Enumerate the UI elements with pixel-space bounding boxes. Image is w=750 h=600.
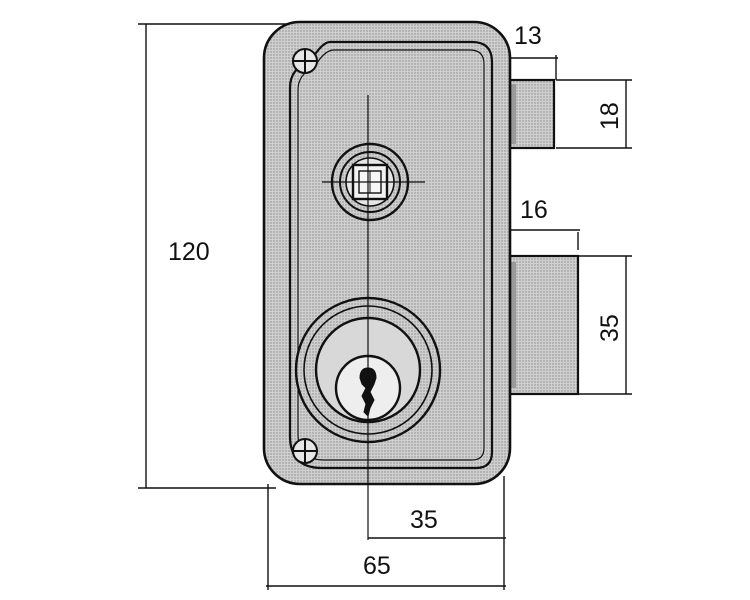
label-bolt-top-depth-13: 13 [514, 22, 542, 50]
spindle-hub [322, 142, 425, 222]
label-bolt-bottom-height-35: 35 [596, 314, 624, 342]
bottom-bolt [498, 254, 580, 396]
label-bolt-bottom-depth-16: 16 [520, 196, 548, 224]
dimension-height-lines [138, 23, 290, 489]
dimension-bottom-lines [266, 476, 506, 590]
dimension-bottom-bolt-lines [509, 229, 632, 395]
label-width-65: 65 [363, 552, 391, 580]
screw-top-icon [292, 48, 318, 74]
label-bolt-top-height-18: 18 [596, 102, 624, 130]
label-height-120: 120 [168, 238, 210, 266]
dimension-top-bolt-lines [509, 55, 632, 149]
label-backset-35: 35 [410, 506, 438, 534]
screw-bottom-icon [292, 438, 318, 464]
